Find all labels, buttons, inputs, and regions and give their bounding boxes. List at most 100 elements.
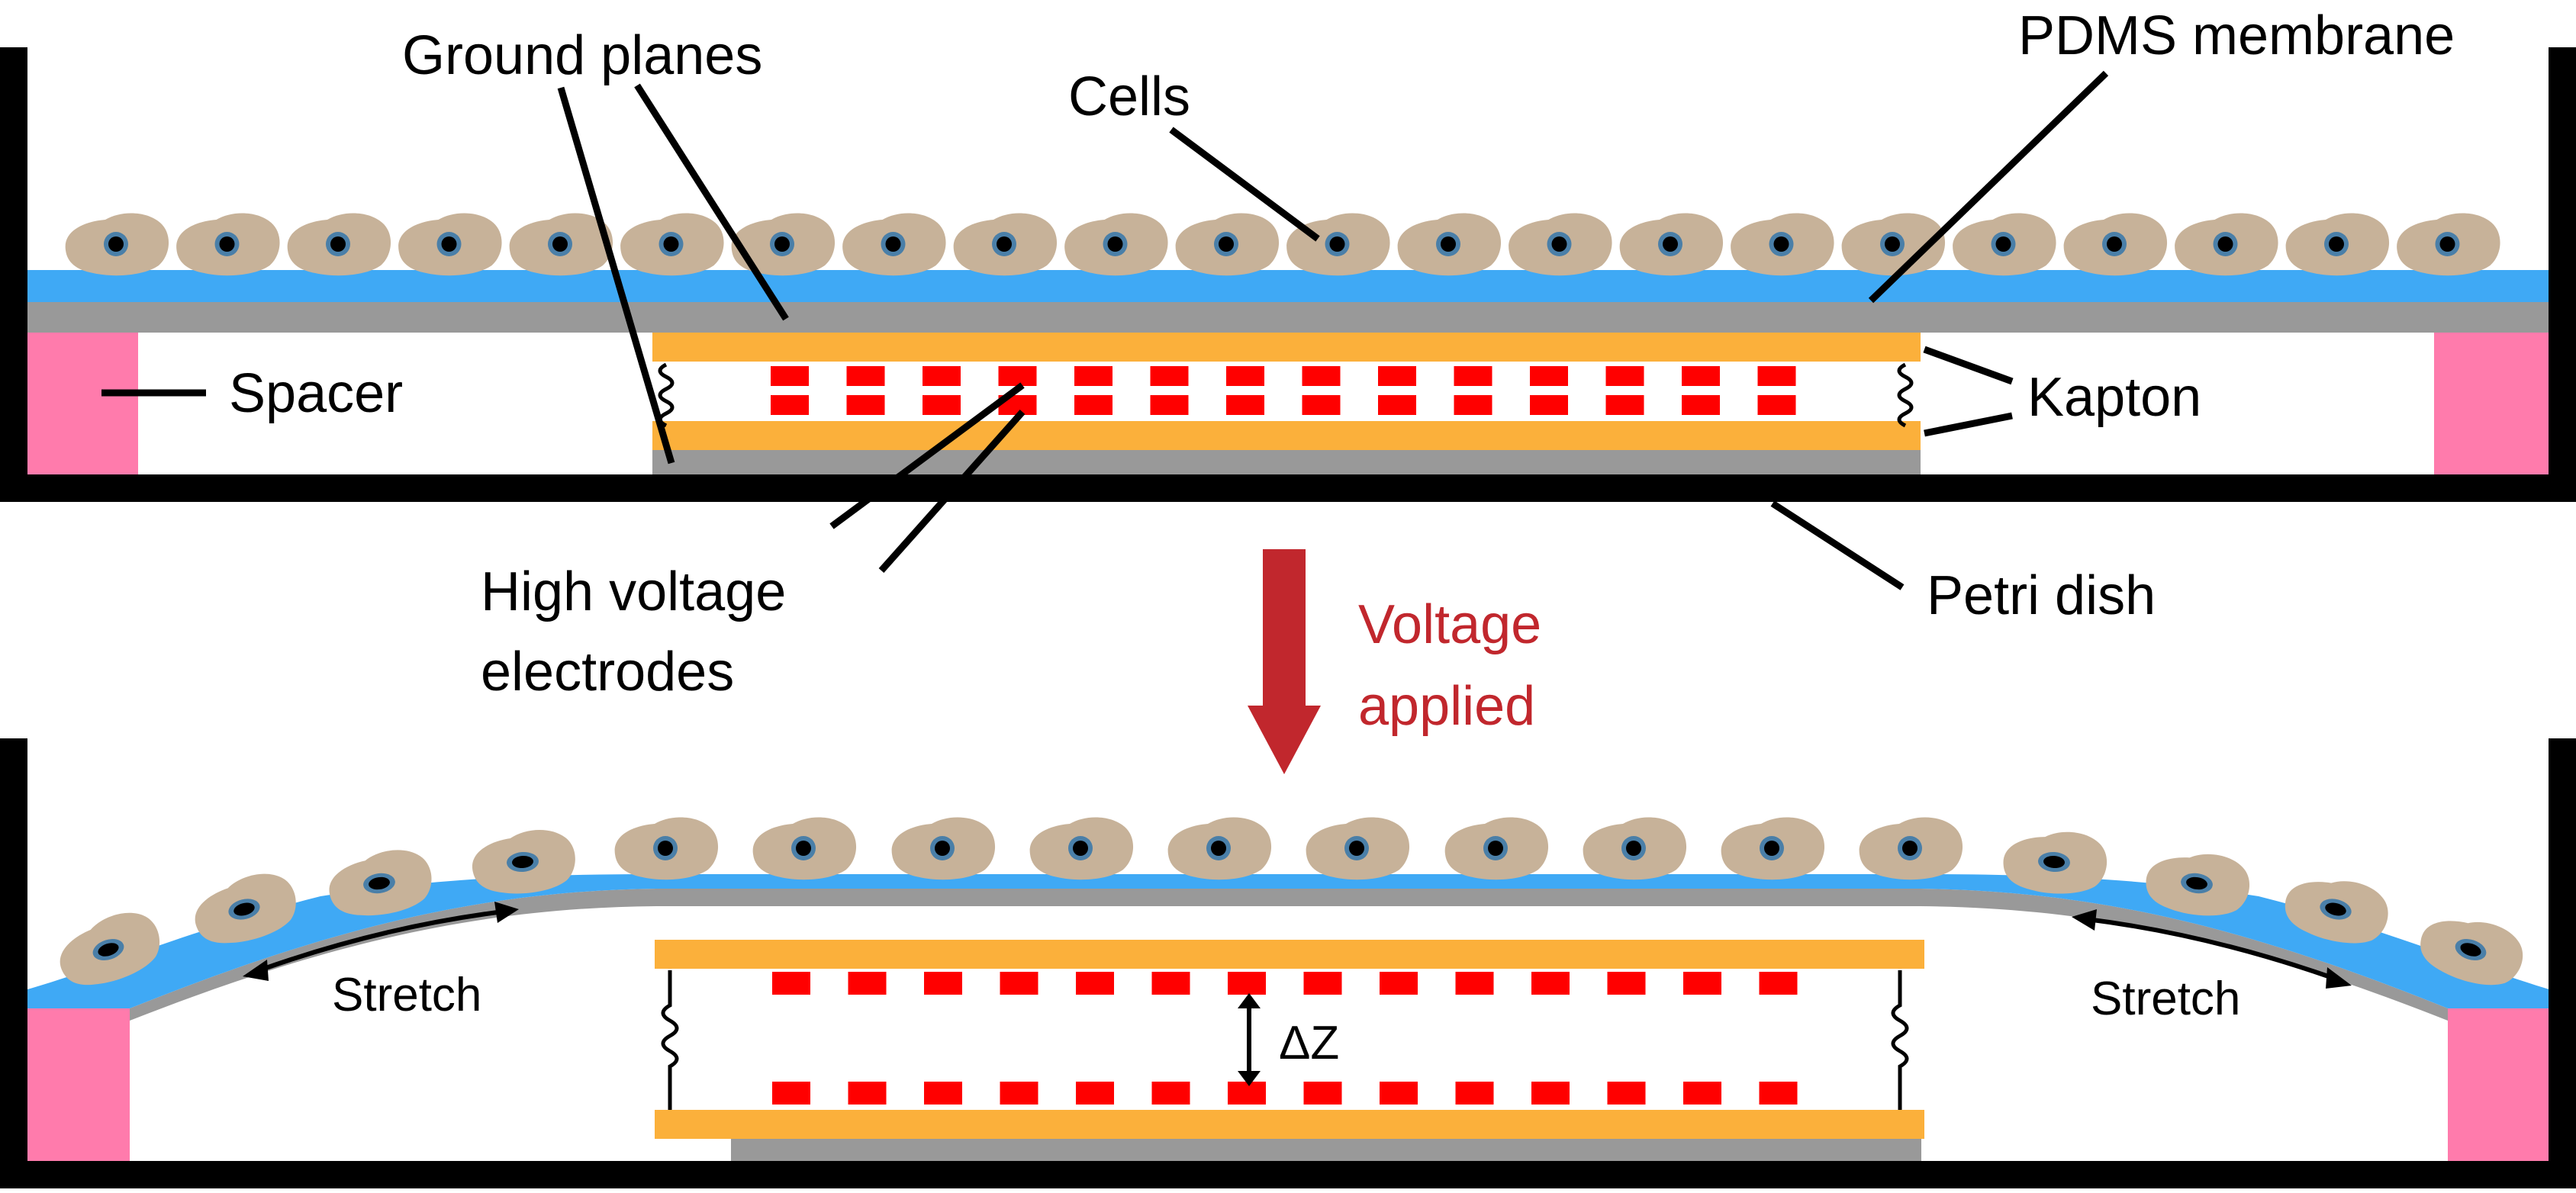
- electrode: [1380, 1082, 1418, 1105]
- electrode: [1531, 972, 1570, 995]
- electrode: [1605, 395, 1644, 415]
- electrode: [1455, 972, 1494, 995]
- label-ground-planes: Ground planes: [402, 25, 762, 86]
- electrode: [1682, 395, 1720, 415]
- electrode: [1378, 395, 1416, 415]
- electrode: [771, 366, 809, 386]
- cell: [2063, 213, 2168, 276]
- cell: [176, 213, 280, 276]
- cell: [1731, 213, 1834, 276]
- cell: [953, 213, 1058, 276]
- electrode: [848, 972, 887, 995]
- kapton-bottom-lower: [655, 1110, 1924, 1139]
- cell: [1583, 817, 1687, 880]
- cell: [2285, 213, 2390, 276]
- electrode: [1074, 366, 1113, 386]
- electrode: [846, 366, 885, 386]
- electrode: [1000, 972, 1038, 995]
- cell: [1029, 817, 1134, 880]
- electrodes-top: [771, 366, 1796, 415]
- cell: [2146, 854, 2249, 916]
- delta-z-arrow: [1238, 993, 1261, 1086]
- electrode: [1683, 1082, 1721, 1105]
- cell: [1306, 817, 1410, 880]
- cell: [752, 817, 857, 880]
- cell: [1859, 817, 1963, 880]
- spring-top-right: [1897, 362, 1914, 428]
- cell: [891, 817, 996, 880]
- electrode: [1682, 366, 1720, 386]
- electrode: [1226, 366, 1264, 386]
- electrode: [1454, 366, 1492, 386]
- label-cells: Cells: [1068, 66, 1190, 127]
- cell: [1397, 213, 1502, 276]
- cell: [614, 817, 719, 880]
- cell: [398, 213, 502, 276]
- electrode: [1076, 1082, 1114, 1105]
- cell: [2397, 213, 2500, 276]
- electrode: [1530, 366, 1568, 386]
- electrode: [1228, 1082, 1266, 1105]
- electrode: [1530, 395, 1568, 415]
- label-stretch-left: Stretch: [332, 969, 481, 1021]
- ground-plane-bottom-lower: [731, 1137, 1921, 1161]
- electrode: [846, 395, 885, 415]
- label-high-voltage-line2: electrodes: [481, 642, 734, 703]
- electrode: [1151, 1082, 1190, 1105]
- cells-bottom: [60, 817, 2523, 986]
- electrode: [1074, 395, 1113, 415]
- cell: [2175, 213, 2278, 276]
- petri-dish-top: [0, 47, 2576, 502]
- stretch-arrow-right: [2072, 909, 2352, 989]
- petri-dish-bottom: [0, 738, 2576, 1188]
- cell: [509, 213, 613, 276]
- electrode: [924, 1082, 962, 1105]
- label-petri-dish: Petri dish: [1927, 565, 2156, 626]
- electrode: [1757, 366, 1796, 386]
- label-stretch-right: Stretch: [2091, 973, 2240, 1025]
- cell: [2285, 881, 2388, 944]
- cell: [329, 850, 432, 916]
- cell: [1444, 817, 1549, 880]
- cell: [1175, 213, 1280, 276]
- electrode: [772, 972, 810, 995]
- cell: [472, 830, 575, 894]
- bottom-panel: ΔZ Stretch Stretch: [0, 738, 2576, 1188]
- electrode: [1303, 972, 1342, 995]
- cell: [60, 912, 160, 986]
- label-high-voltage-line1: High voltage: [481, 561, 786, 622]
- spring-bottom-right: [1891, 970, 1909, 1110]
- cell: [1721, 817, 1825, 880]
- spring-top-left: [658, 362, 675, 428]
- electrode: [998, 366, 1037, 386]
- stretch-arrow-left: [243, 902, 519, 981]
- cell: [287, 213, 391, 276]
- electrode: [1605, 366, 1644, 386]
- cell: [195, 873, 296, 944]
- cell: [1167, 817, 1272, 880]
- electrode: [1150, 395, 1189, 415]
- electrode: [1000, 1082, 1038, 1105]
- electrode: [1607, 1082, 1646, 1105]
- cell: [842, 213, 946, 276]
- cell: [620, 213, 724, 276]
- spacer-right-top: [2434, 333, 2560, 474]
- electrode: [923, 366, 961, 386]
- electrode: [1380, 972, 1418, 995]
- ground-plane-top-upper: [14, 301, 2560, 333]
- pdms-membrane-top: [14, 270, 2560, 302]
- cell: [2003, 831, 2107, 894]
- label-delta-z: ΔZ: [1279, 1017, 1339, 1069]
- ground-plane-top-lower: [652, 447, 1921, 474]
- electrode: [848, 1082, 887, 1105]
- top-panel: Ground planes Cells PDMS membrane Spacer…: [0, 5, 2576, 703]
- electrode: [1228, 972, 1266, 995]
- kapton-top-upper: [652, 333, 1921, 362]
- cell: [2420, 921, 2523, 986]
- spacer-right-bottom: [2448, 1008, 2562, 1161]
- electrode: [923, 395, 961, 415]
- electrode: [1226, 395, 1264, 415]
- electrode: [772, 1082, 810, 1105]
- electrodes-bottom: [772, 972, 1798, 1105]
